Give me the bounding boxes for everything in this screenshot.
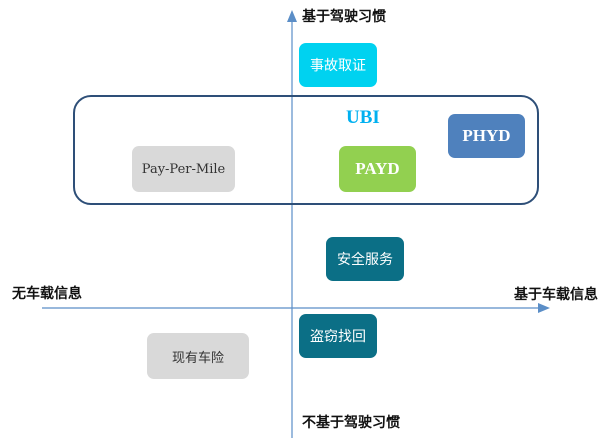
axis-label-right: 基于车载信息	[514, 287, 598, 303]
existing-insurance-label: 现有车险	[171, 350, 224, 366]
safety-service-box: 安全服务	[326, 237, 404, 281]
axis-label-left: 无车载信息	[12, 286, 82, 302]
pay-per-mile-label: Pay-Per-Mile	[141, 161, 226, 177]
axis-label-bottom: 不基于驾驶习惯	[302, 415, 400, 431]
safety-service-label: 安全服务	[337, 252, 393, 268]
vertical-axis-arrowhead	[287, 10, 297, 22]
theft-recovery-label: 盗窃找回	[310, 329, 366, 345]
ubi-group-frame	[73, 95, 539, 205]
payd-label: PAYD	[355, 159, 400, 178]
ubi-group-label: UBI	[346, 107, 380, 128]
phyd-label: PHYD	[462, 126, 511, 145]
accident-evidence-box: 事故取证	[299, 43, 377, 87]
horizontal-axis-arrowhead	[538, 303, 550, 313]
phyd-box: PHYD	[448, 114, 525, 158]
pay-per-mile-box: Pay-Per-Mile	[132, 146, 235, 192]
theft-recovery-box: 盗窃找回	[299, 314, 377, 358]
accident-evidence-label: 事故取证	[310, 58, 366, 74]
payd-box: PAYD	[339, 146, 416, 192]
axis-label-top: 基于驾驶习惯	[302, 9, 386, 25]
existing-insurance-box: 现有车险	[147, 333, 249, 379]
